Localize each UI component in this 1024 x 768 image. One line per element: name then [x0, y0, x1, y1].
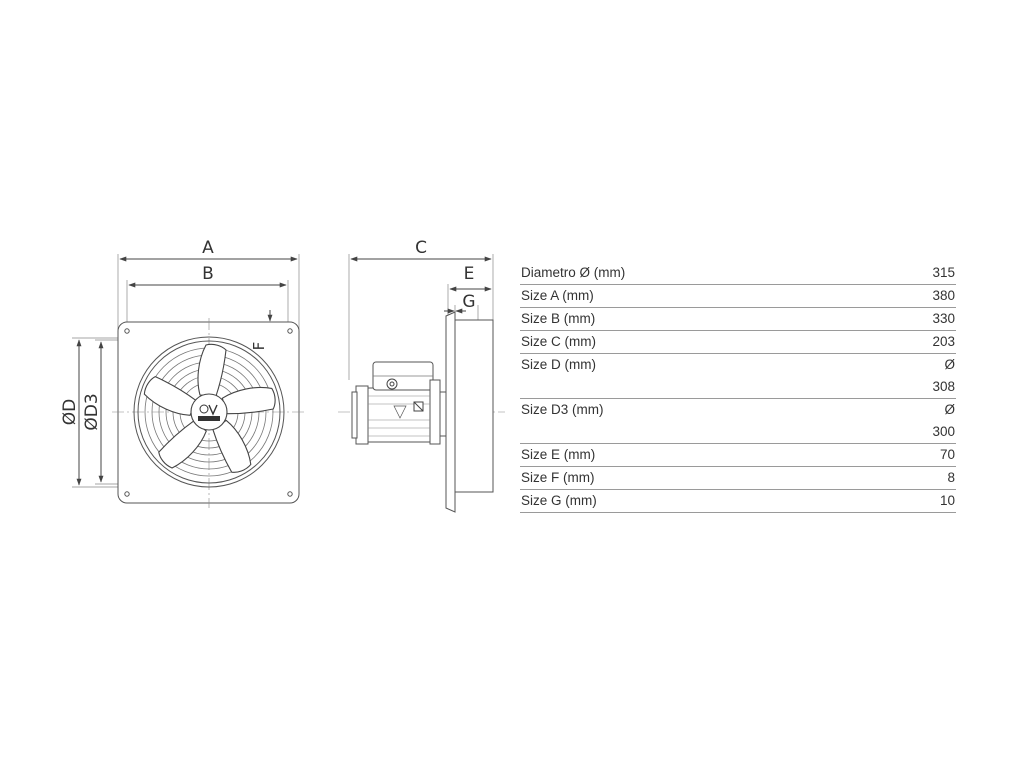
- fan-hub: [190, 393, 228, 431]
- spec-value: 203: [874, 330, 956, 354]
- spec-label: Size E (mm): [520, 443, 875, 467]
- spec-value: 308: [932, 379, 955, 394]
- spec-value: 330: [874, 307, 956, 331]
- spec-row-size-a: Size A (mm) 380: [520, 284, 956, 308]
- venturi-ring: [454, 319, 494, 493]
- spec-label: Size A (mm): [520, 284, 875, 308]
- dim-label-c: C: [415, 238, 427, 258]
- spec-label: Size D3 (mm): [520, 398, 875, 444]
- spec-label: Size C (mm): [520, 330, 875, 354]
- plate-side: [445, 311, 456, 513]
- dim-label-e: E: [464, 264, 475, 284]
- front-view: [72, 254, 305, 508]
- spec-row-diameter: Diametro Ø (mm) 315: [520, 262, 956, 285]
- spec-row-size-d3: Size D3 (mm) Ø 300: [520, 398, 956, 444]
- spec-row-size-b: Size B (mm) 330: [520, 307, 956, 331]
- side-view: [338, 254, 505, 513]
- vortice-logo-icon: [198, 404, 220, 421]
- spec-value: 300: [932, 424, 955, 439]
- spec-row-size-e: Size E (mm) 70: [520, 443, 956, 467]
- diameter-symbol: Ø: [944, 402, 955, 417]
- fan-blades: [143, 343, 276, 473]
- spec-row-size-g: Size G (mm) 10: [520, 489, 956, 513]
- spec-label: Size D (mm): [520, 353, 875, 399]
- spec-value: 380: [874, 284, 956, 308]
- diameter-symbol: Ø: [944, 357, 955, 372]
- spec-row-size-f: Size F (mm) 8: [520, 466, 956, 490]
- dim-label-b: B: [202, 264, 214, 284]
- spec-value: 8: [874, 466, 956, 490]
- dim-label-g: G: [462, 292, 475, 312]
- specifications-table: Diametro Ø (mm) 315 Size A (mm) 380 Size…: [520, 262, 956, 513]
- spec-value: 10: [874, 489, 956, 513]
- dim-label-a: A: [202, 238, 214, 258]
- spec-value: 315: [874, 262, 956, 285]
- spec-label: Size B (mm): [520, 307, 875, 331]
- spec-row-size-d: Size D (mm) Ø 308: [520, 353, 956, 399]
- dim-label-d3: ØD3: [82, 393, 102, 430]
- spec-row-size-c: Size C (mm) 203: [520, 330, 956, 354]
- spec-label: Size F (mm): [520, 466, 875, 490]
- spec-value: 70: [874, 443, 956, 467]
- dim-label-f: F: [250, 342, 268, 351]
- terminal-box-icon: [386, 378, 398, 390]
- spec-label: Diametro Ø (mm): [520, 262, 875, 285]
- dim-label-d: ØD: [60, 399, 80, 425]
- spec-label: Size G (mm): [520, 489, 875, 513]
